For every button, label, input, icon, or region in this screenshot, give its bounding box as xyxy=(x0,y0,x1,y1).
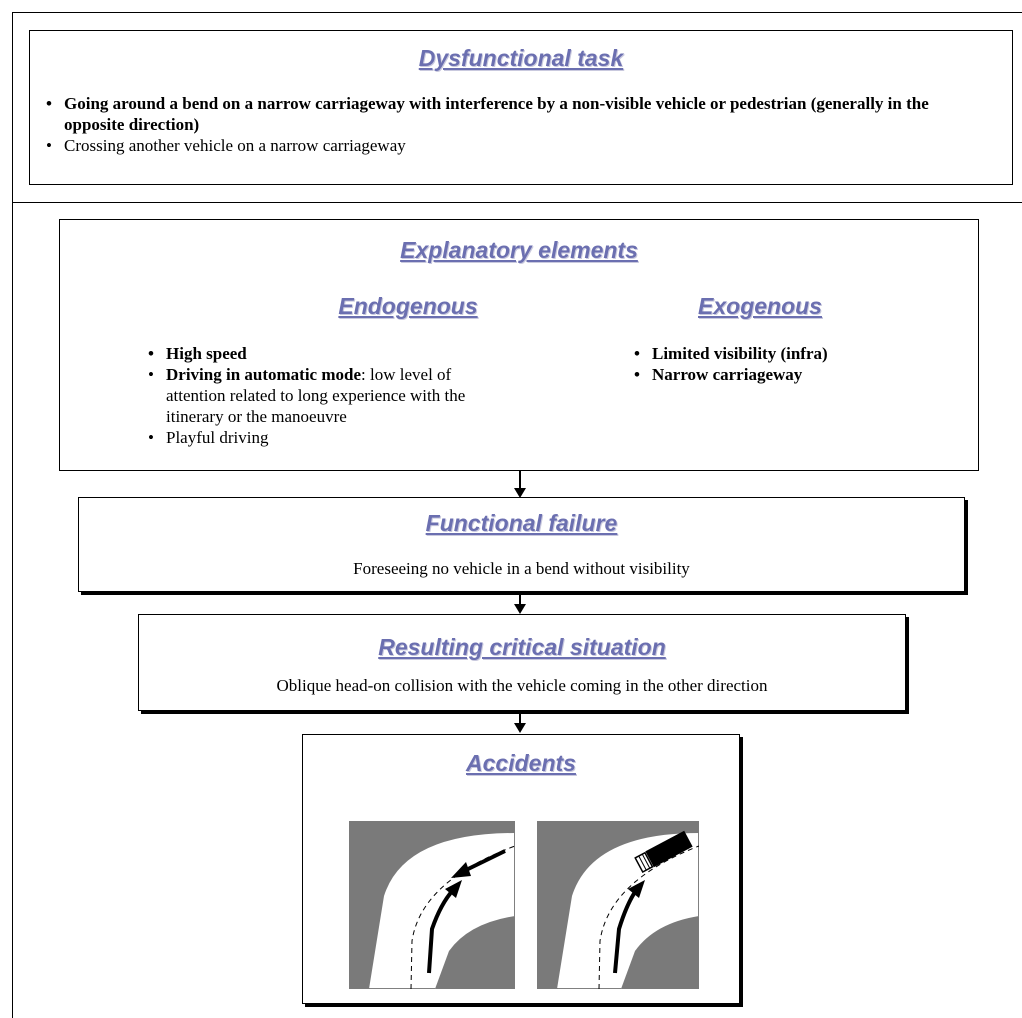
endogenous-item-rest: : low level of attention related to long… xyxy=(166,365,466,426)
explanatory-elements-title: Explanatory elements xyxy=(400,237,638,263)
exogenous-item: Narrow carriageway xyxy=(630,364,930,385)
accident-diagram-left xyxy=(349,821,515,989)
flow-arrowhead-1 xyxy=(514,488,526,498)
flow-arrowhead-3 xyxy=(514,723,526,733)
centre-line xyxy=(410,845,515,989)
functional-failure-text: Foreseeing no vehicle in a bend without … xyxy=(353,559,690,578)
dysfunctional-task-box: Dysfunctional task Going around a bend o… xyxy=(29,30,1013,185)
opposing-arrowhead xyxy=(451,862,471,878)
exogenous-item: Limited visibility (infra) xyxy=(630,343,930,364)
exogenous-list: Limited visibility (infra) Narrow carria… xyxy=(630,343,930,385)
endogenous-item: Driving in automatic mode: low level of … xyxy=(144,364,504,427)
dysfunctional-task-item: Going around a bend on a narrow carriage… xyxy=(42,93,982,135)
accidents-title: Accidents xyxy=(466,750,576,776)
vehicle-arrowhead xyxy=(628,880,645,898)
functional-failure-title: Functional failure xyxy=(425,510,618,536)
dysfunctional-task-list: Going around a bend on a narrow carriage… xyxy=(42,93,982,156)
dysfunctional-task-item: Crossing another vehicle on a narrow car… xyxy=(42,135,982,156)
inner-verge xyxy=(621,916,699,989)
dysfunctional-task-title: Dysfunctional task xyxy=(418,45,624,71)
outer-verge xyxy=(537,821,699,989)
functional-failure-box: Functional failure Foreseeing no vehicle… xyxy=(78,497,965,592)
accident-diagram-right xyxy=(537,821,699,989)
centre-line xyxy=(598,845,699,989)
flow-arrowhead-2 xyxy=(514,604,526,614)
endogenous-item: High speed xyxy=(144,343,504,364)
inner-verge xyxy=(435,916,515,989)
page-frame xyxy=(12,12,1022,1018)
critical-situation-title: Resulting critical situation xyxy=(378,634,666,660)
accidents-box: Accidents xyxy=(302,734,740,1004)
explanatory-elements-box: Explanatory elements Endogenous Exogenou… xyxy=(59,219,979,471)
endogenous-item-bold: Driving in automatic mode xyxy=(166,365,362,384)
truck-icon xyxy=(634,830,693,874)
flow-arrow-2 xyxy=(519,592,521,606)
critical-situation-box: Resulting critical situation Oblique hea… xyxy=(138,614,906,711)
outer-verge xyxy=(349,821,515,989)
section-divider xyxy=(12,202,1022,203)
flow-arrow-3 xyxy=(519,711,521,725)
endogenous-item: Playful driving xyxy=(144,427,504,448)
endogenous-title: Endogenous xyxy=(338,293,478,319)
opposing-arrow xyxy=(463,849,506,873)
exogenous-title: Exogenous xyxy=(698,293,822,319)
flow-arrow-1 xyxy=(519,471,521,489)
critical-situation-text: Oblique head-on collision with the vehic… xyxy=(276,676,768,695)
endogenous-list: High speed Driving in automatic mode: lo… xyxy=(144,343,504,448)
vehicle-arrowhead xyxy=(445,880,462,898)
